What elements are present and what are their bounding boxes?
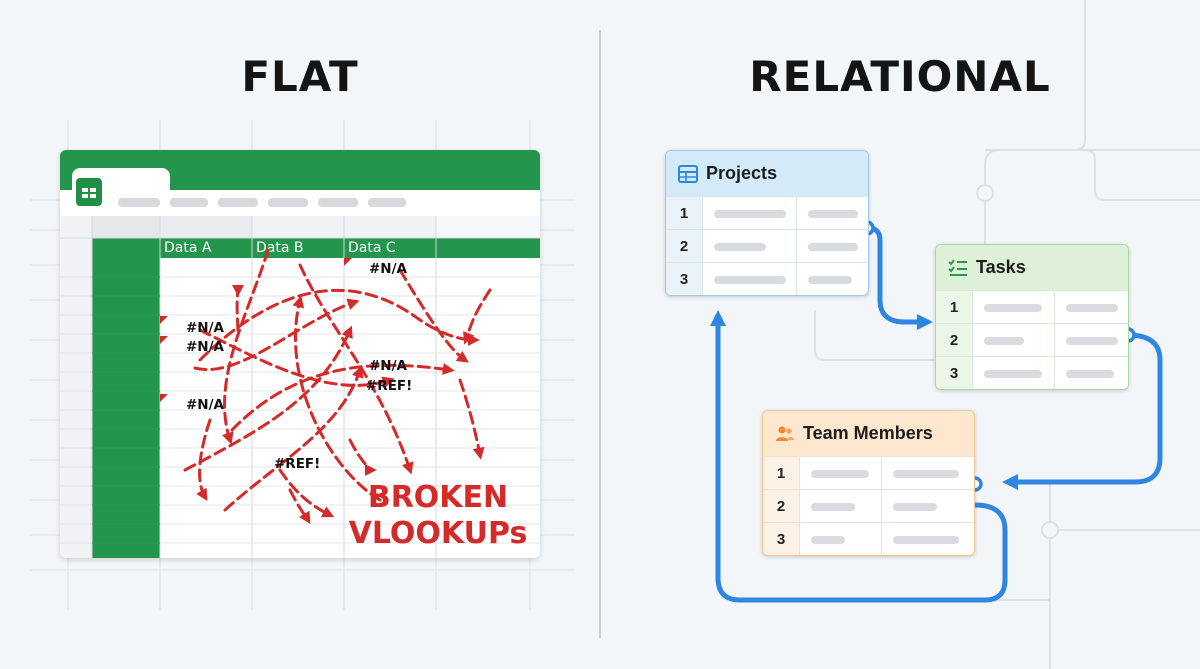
sheets-app-icon	[76, 178, 102, 206]
tasks-table-header[interactable]: Tasks	[936, 245, 1128, 290]
table-row[interactable]: 1	[936, 290, 1128, 324]
column-header-data-a[interactable]: Data A	[164, 240, 212, 256]
error-label: #REF!	[366, 378, 413, 394]
projects-table-title: Projects	[706, 163, 778, 183]
table-row[interactable]: 1	[763, 456, 974, 490]
row-number: 2	[776, 498, 786, 515]
team-members-table-header[interactable]: Team Members	[763, 411, 974, 456]
table-row[interactable]: 3	[666, 262, 868, 295]
team-members-table-title: Team Members	[803, 423, 933, 443]
error-label: #N/A	[186, 339, 224, 355]
row-number: 3	[949, 365, 959, 382]
row-number: 3	[776, 531, 786, 548]
tasks-table-title: Tasks	[976, 257, 1026, 277]
table-row[interactable]: 1	[666, 196, 868, 230]
table-row[interactable]: 3	[936, 356, 1128, 389]
toolbar-button[interactable]	[318, 198, 358, 207]
error-label: #REF!	[274, 456, 321, 472]
row-number: 1	[949, 299, 959, 316]
relational-heading: RELATIONAL	[749, 52, 1051, 101]
toolbar-button[interactable]	[170, 198, 208, 207]
error-label: #N/A	[369, 358, 407, 374]
flat-heading: FLAT	[241, 52, 359, 101]
toolbar-button[interactable]	[218, 198, 258, 207]
people-icon	[776, 426, 794, 441]
error-label: #N/A	[369, 261, 407, 277]
broken-vlookups-caption: BROKEN VLOOKUPs	[348, 480, 528, 552]
table-row[interactable]: 2	[936, 323, 1128, 357]
row-number: 2	[949, 332, 959, 349]
team-members-table[interactable]: Team Members 1 2 3	[762, 410, 975, 556]
row-number: 2	[679, 238, 689, 255]
panel-divider	[599, 30, 601, 638]
table-row[interactable]: 2	[666, 229, 868, 263]
row-number: 3	[679, 271, 689, 288]
table-row[interactable]: 2	[763, 489, 974, 523]
checklist-icon	[948, 258, 967, 276]
projects-table[interactable]: Projects 1 2 3	[665, 150, 869, 296]
toolbar-button[interactable]	[368, 198, 406, 207]
table-row[interactable]: 3	[763, 522, 974, 555]
row-number: 1	[776, 465, 786, 482]
column-header-data-c[interactable]: Data C	[348, 240, 396, 256]
tasks-table[interactable]: Tasks 1 2 3	[935, 244, 1129, 390]
error-label: #N/A	[186, 320, 224, 336]
column-header-data-b[interactable]: Data B	[256, 240, 304, 256]
projects-table-header[interactable]: Projects	[666, 151, 868, 196]
row-number: 1	[679, 205, 689, 222]
caption-line: BROKEN	[367, 480, 509, 515]
toolbar-button[interactable]	[118, 198, 160, 207]
table-icon	[678, 164, 698, 183]
toolbar-button[interactable]	[268, 198, 308, 207]
error-label: #N/A	[186, 397, 224, 413]
caption-line: VLOOKUPs	[348, 516, 528, 551]
